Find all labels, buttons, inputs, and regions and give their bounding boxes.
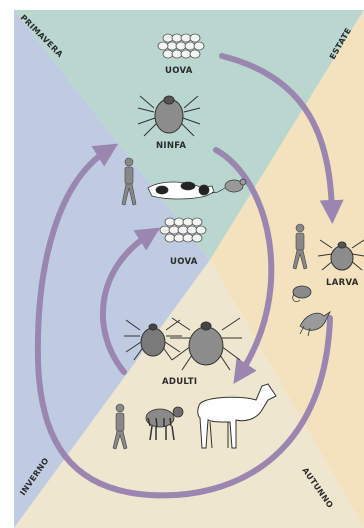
- stage-label-larva: LARVA: [326, 278, 359, 288]
- image-frame: [0, 0, 14, 528]
- stage-label-nymph: NINFA: [156, 141, 186, 151]
- stage-label-eggs-top: UOVA: [165, 66, 193, 76]
- stage-label-eggs-middle: UOVA: [170, 257, 198, 267]
- image-frame-top: [0, 0, 364, 10]
- eggs-cluster-top-icon: [158, 34, 204, 58]
- stage-label-adults: ADULTI: [162, 377, 197, 387]
- eggs-cluster-middle-icon: [160, 218, 206, 242]
